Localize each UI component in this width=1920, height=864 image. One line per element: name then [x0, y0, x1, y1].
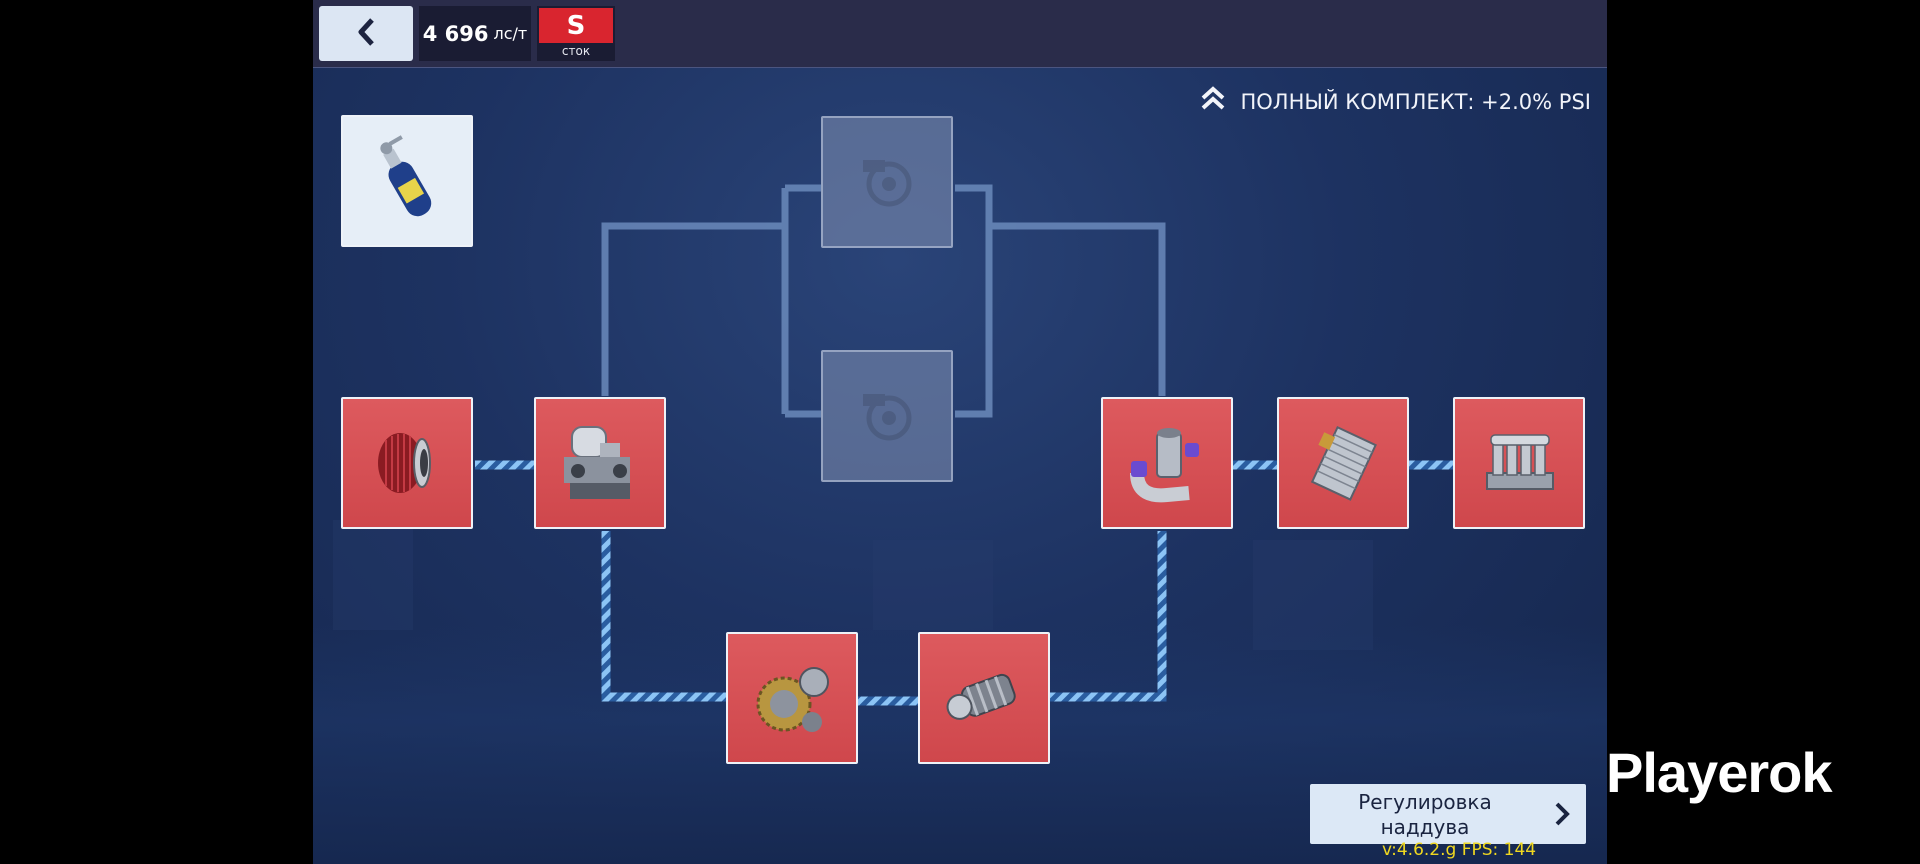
turbo-lower-slot [821, 350, 953, 482]
chevron-left-icon [356, 17, 376, 51]
class-letter: S [539, 8, 613, 43]
supercharger-icon [564, 426, 630, 499]
class-label: сток [561, 44, 591, 58]
boost-adjust-label-line2: наддува [1380, 815, 1470, 839]
version-fps: v:4.6.2.g FPS: 144 [1382, 840, 1537, 860]
watermark: Playerok [1606, 741, 1832, 804]
nitrous-bottle-icon [380, 135, 432, 217]
full-set-text: ПОЛНЫЙ КОМПЛЕКТ: +2.0% PSI [1240, 89, 1591, 114]
air-filter-slot[interactable] [341, 397, 473, 529]
class-badge: S сток [537, 6, 615, 61]
gears-slot[interactable] [726, 632, 858, 764]
turbo-upper-slot [821, 116, 953, 248]
top-bar: 4 696 лс/т S сток [313, 0, 1607, 68]
power-unit: лс/т [493, 24, 528, 43]
turbo-icon [863, 160, 912, 207]
boost-adjust-label: Регулировка наддува [1310, 790, 1540, 840]
double-chevron-up-icon [1200, 86, 1240, 117]
back-button[interactable] [319, 6, 413, 61]
intake-pipe-icon [1130, 428, 1199, 503]
chevron-right-icon [1554, 801, 1570, 831]
intake-manifold-slot[interactable] [1453, 397, 1585, 529]
belt-drive-icon [946, 673, 1016, 720]
background-box [873, 540, 993, 630]
turbo-icon [863, 394, 912, 441]
air-filter-icon [378, 433, 431, 493]
game-screen: 4 696 лс/т S сток ПОЛНЫЙ КОМПЛЕКТ: +2.0%… [313, 0, 1607, 864]
power-value: 4 696 [422, 21, 489, 46]
nitrous-slot[interactable] [341, 115, 473, 247]
boost-adjust-button[interactable]: Регулировка наддува [1310, 784, 1586, 844]
intake-manifold-icon [1486, 434, 1554, 490]
intercooler-slot[interactable] [1277, 397, 1409, 529]
belt-drive-slot[interactable] [918, 632, 1050, 764]
full-set-bonus: ПОЛНЫЙ КОМПЛЕКТ: +2.0% PSI [1200, 86, 1591, 117]
power-to-weight: 4 696 лс/т [419, 6, 531, 61]
intercooler-icon [1310, 426, 1377, 501]
background-box [333, 520, 413, 630]
connector-lines [475, 184, 1453, 706]
gears-icon [756, 667, 829, 732]
intake-pipe-slot[interactable] [1101, 397, 1233, 529]
boost-adjust-label-line1: Регулировка [1358, 790, 1492, 814]
supercharger-slot[interactable] [534, 397, 666, 529]
